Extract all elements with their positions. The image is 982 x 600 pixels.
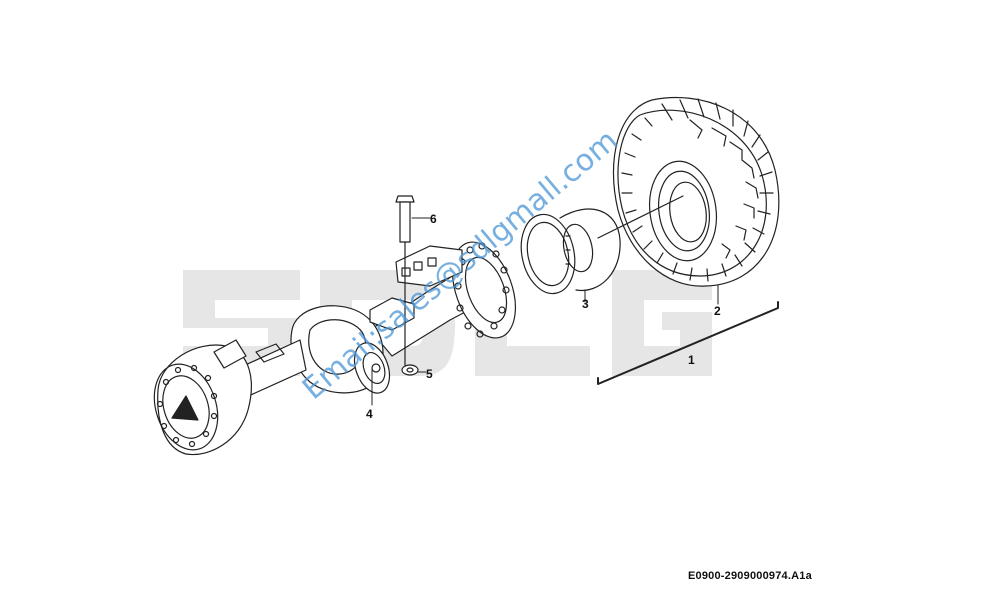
rim-to-tire-leader [597,195,684,239]
callout-6: 6 [430,212,437,226]
leader-lines [371,217,719,406]
callout-4: 4 [366,407,373,421]
assembly-bracket [597,301,779,385]
axle-housing [153,241,516,456]
nut [401,364,419,376]
rim [520,208,621,295]
callout-1: 1 [688,353,695,367]
line-art [153,96,780,456]
callout-5: 5 [426,367,433,381]
tire [612,96,780,287]
callout-2: 2 [714,304,721,318]
callout-3: 3 [582,297,589,311]
bolt [395,195,415,366]
drawing-code: E0900-2909000974.A1a [688,570,812,582]
